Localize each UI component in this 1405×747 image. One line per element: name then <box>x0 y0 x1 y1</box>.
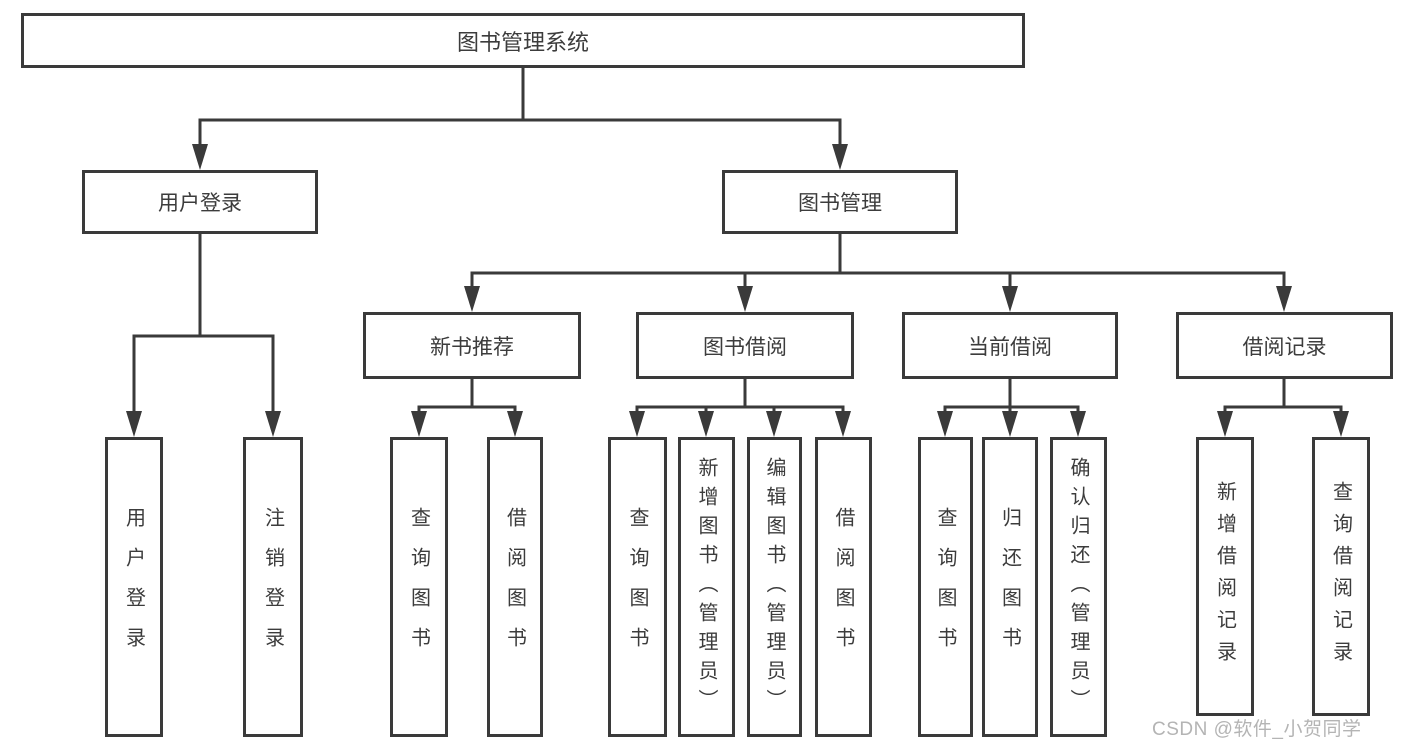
leaf-borrow-books-recommend: 借阅图书 <box>487 437 543 737</box>
arrowhead-down-icon <box>629 411 645 437</box>
leaf-query-books-current: 查询图书 <box>918 437 973 737</box>
connector-user-login-to-leaves <box>126 231 281 437</box>
arrowhead-down-icon <box>1002 411 1018 437</box>
node-book-management: 图书管理 <box>722 170 958 234</box>
arrowhead-down-icon <box>1002 286 1018 312</box>
leaf-add-books-admin: 新增图书（管理员） <box>678 437 735 737</box>
leaf-user-login: 用户登录 <box>105 437 163 737</box>
arrowhead-down-icon <box>1276 286 1292 312</box>
leaf-add-borrow-record: 新增借阅记录 <box>1196 437 1254 716</box>
arrowhead-down-icon <box>265 411 281 437</box>
node-user-login: 用户登录 <box>82 170 318 234</box>
arrowhead-down-icon <box>1070 411 1086 437</box>
arrowhead-down-icon <box>1333 411 1349 437</box>
leaf-query-borrow-record: 查询借阅记录 <box>1312 437 1370 716</box>
node-book-borrow: 图书借阅 <box>636 312 854 379</box>
connector-book-management-to-level3 <box>464 231 1292 312</box>
leaf-query-books-recommend: 查询图书 <box>390 437 448 737</box>
node-new-book-recommend: 新书推荐 <box>363 312 581 379</box>
leaf-return-books: 归还图书 <box>982 437 1038 737</box>
arrowhead-down-icon <box>192 144 208 170</box>
arrowhead-down-icon <box>737 286 753 312</box>
arrowhead-down-icon <box>507 411 523 437</box>
connector-book-borrow-to-leaves <box>629 376 851 437</box>
arrowhead-down-icon <box>698 411 714 437</box>
node-library-management-system: 图书管理系统 <box>21 13 1025 68</box>
node-borrow-record: 借阅记录 <box>1176 312 1393 379</box>
leaf-edit-books-admin: 编辑图书（管理员） <box>747 437 802 737</box>
arrowhead-down-icon <box>937 411 953 437</box>
connector-borrow-record-to-leaves <box>1217 376 1349 437</box>
arrowhead-down-icon <box>411 411 427 437</box>
leaf-logout: 注销登录 <box>243 437 303 737</box>
connector-current-borrow-to-leaves <box>937 376 1086 437</box>
connector-new-book-recommend-to-leaves <box>411 376 523 437</box>
arrowhead-down-icon <box>126 411 142 437</box>
arrowhead-down-icon <box>832 144 848 170</box>
arrowhead-down-icon <box>835 411 851 437</box>
leaf-query-books-borrow: 查询图书 <box>608 437 667 737</box>
node-current-borrow: 当前借阅 <box>902 312 1118 379</box>
leaf-borrow-books: 借阅图书 <box>815 437 872 737</box>
arrowhead-down-icon <box>464 286 480 312</box>
arrowhead-down-icon <box>766 411 782 437</box>
arrowhead-down-icon <box>1217 411 1233 437</box>
connector-root-to-level2 <box>192 68 848 170</box>
watermark: CSDN @软件_小贺同学 <box>1152 719 1362 740</box>
leaf-confirm-return-admin: 确认归还（管理员） <box>1050 437 1107 737</box>
